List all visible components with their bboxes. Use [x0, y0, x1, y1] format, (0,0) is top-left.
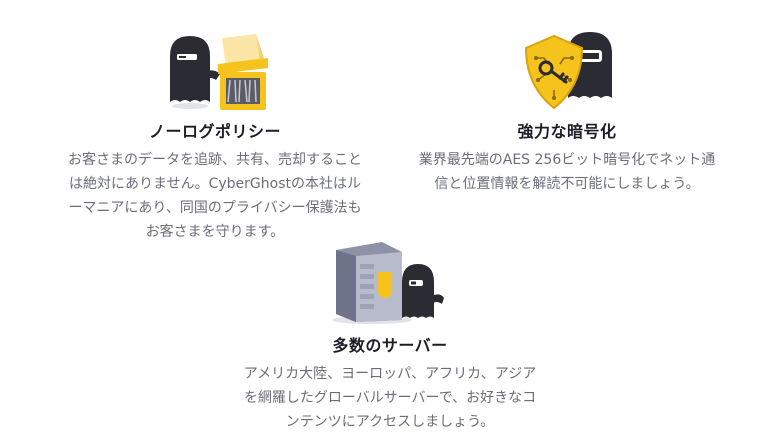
shield-key-ghost-icon [524, 32, 612, 110]
feature-title: 強力な暗号化 [517, 122, 617, 141]
description-line: 信と位置情報を解読不可能にしましょう。 [434, 176, 700, 192]
server-ghost-icon [332, 242, 444, 324]
feature-description: 業界最先端のAES 256ビット暗号化でネット通 信と位置情報を解読不可能にしま… [392, 148, 742, 196]
description-line: 業界最先端のAES 256ビット暗号化でネット通 [418, 152, 716, 168]
feature-title: ノーログポリシー [148, 122, 281, 141]
feature-many-servers: 多数のサーバー アメリカ大陸、ヨーロッパ、アフリカ、アジア を網羅したグローバル… [215, 238, 565, 436]
description-line: お客さまのデータを追跡、共有、売却すること [68, 152, 362, 168]
feature-description: お客さまのデータを追跡、共有、売却すること は絶対にありません。CyberGho… [40, 148, 390, 244]
feature-strong-encryption: 強力な暗号化 業界最先端のAES 256ビット暗号化でネット通 信と位置情報を解… [392, 20, 742, 200]
ghost-shredder-icon [170, 34, 268, 110]
description-line: ンテンツにアクセスしましょう。 [285, 414, 495, 430]
description-line: ーマニアにあり、同国のプライバシー保護法も [68, 200, 362, 216]
description-line: を網羅したグローバルサーバーで、お好きなコ [243, 390, 537, 406]
description-line: お客さまを守ります。 [145, 224, 285, 240]
feature-description: アメリカ大陸、ヨーロッパ、アフリカ、アジア を網羅したグローバルサーバーで、お好… [215, 362, 565, 434]
feature-title: 多数のサーバー [332, 336, 448, 355]
description-line: は絶対にありません。CyberGhostの本社はル [69, 176, 361, 192]
description-line: アメリカ大陸、ヨーロッパ、アフリカ、アジア [243, 366, 537, 382]
feature-no-log-policy: ノーログポリシー お客さまのデータを追跡、共有、売却すること は絶対にありません… [40, 20, 390, 250]
